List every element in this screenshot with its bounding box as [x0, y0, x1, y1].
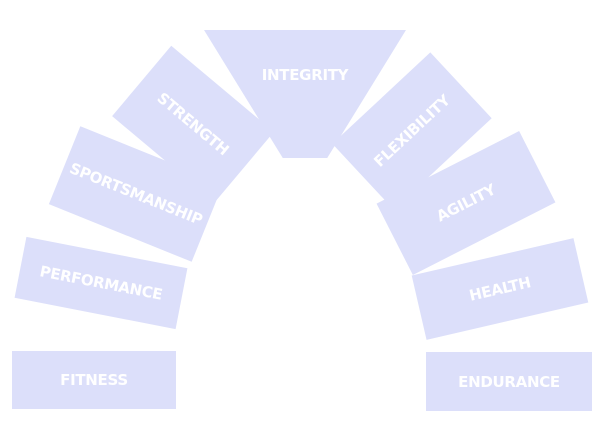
segment-label-sportsmanship: SPORTSMANSHIP	[66, 159, 206, 229]
segment-label-health: HEALTH	[467, 273, 533, 305]
segment-label-integrity: INTEGRITY	[261, 65, 349, 84]
segment-performance: PERFORMANCE	[14, 236, 188, 330]
segment-fitness: FITNESS	[12, 351, 176, 409]
segment-label-performance: PERFORMANCE	[38, 262, 164, 304]
segment-label-strength: STRENGTH	[153, 88, 233, 160]
segment-label-endurance: ENDURANCE	[458, 372, 560, 391]
segment-label-flexibility: FLEXIBILITY	[370, 91, 454, 171]
segment-endurance: ENDURANCE	[426, 352, 592, 411]
segment-label-fitness: FITNESS	[60, 371, 128, 389]
segment-label-agility: AGILITY	[433, 180, 499, 226]
